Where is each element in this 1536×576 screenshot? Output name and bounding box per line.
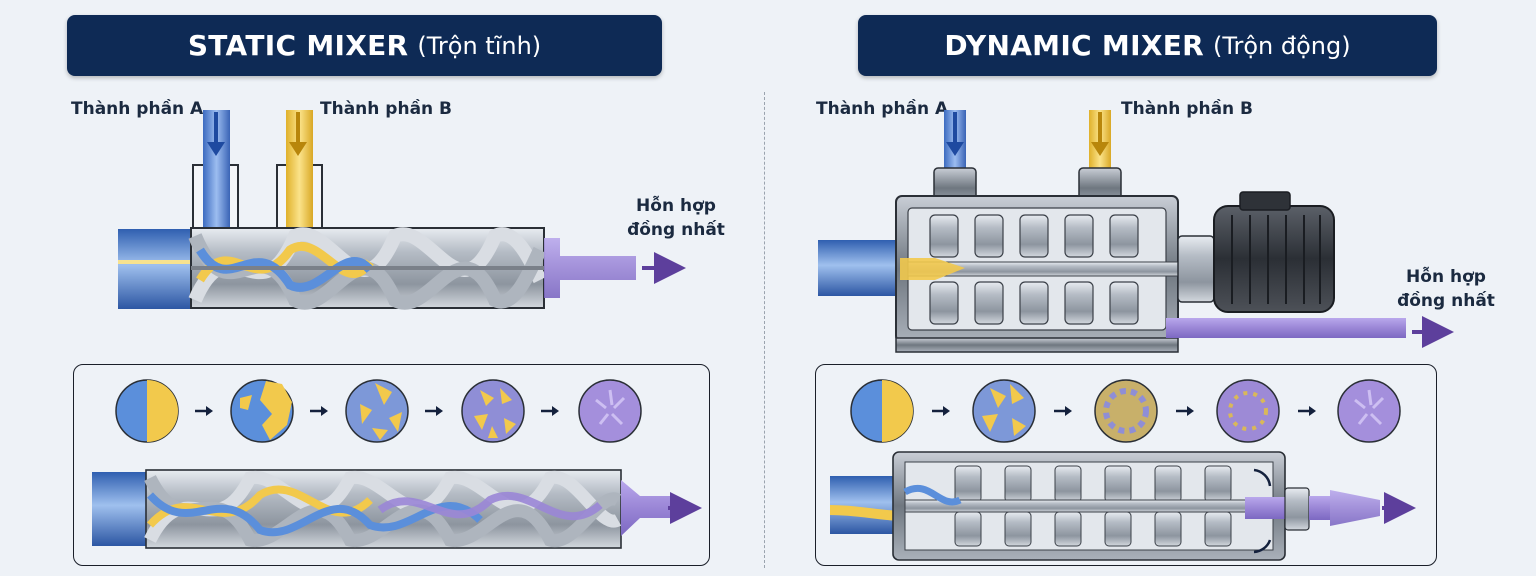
dynamic-stage-2 xyxy=(972,379,1036,443)
dynamic-arrow-b xyxy=(1091,142,1109,156)
static-output-label-line2: đồng nhất xyxy=(627,220,725,240)
dynamic-arrow-a xyxy=(946,142,964,156)
dynamic-input-b-label: Thành phần B xyxy=(1121,99,1254,119)
dynamic-mixing-progression xyxy=(850,379,1401,443)
static-helical-elements xyxy=(188,227,547,310)
static-mixer-title-banner: STATIC MIXER (Trộn tĩnh) xyxy=(67,15,662,76)
dynamic-output-label-line1: Hỗn hợp xyxy=(1406,267,1486,287)
static-stage-3 xyxy=(345,379,409,443)
dynamic-base xyxy=(895,337,1179,353)
static-stage-1 xyxy=(115,379,179,443)
static-inlet-pipe xyxy=(118,229,198,309)
static-mixer-subtitle: (Trộn tĩnh) xyxy=(417,31,542,60)
dynamic-stage-3 xyxy=(1094,379,1158,443)
static-arrow-a-head xyxy=(207,142,225,156)
motor xyxy=(1213,191,1335,313)
static-output-label: Hỗn hợp đồng nhất xyxy=(621,194,731,242)
dynamic-stage-4 xyxy=(1216,379,1280,443)
static-stage-2 xyxy=(230,379,294,443)
static-arrow-b-head xyxy=(289,142,307,156)
dynamic-output-label: Hỗn hợp đồng nhất xyxy=(1391,265,1501,313)
static-stage-4 xyxy=(461,379,525,443)
static-outlet-flow xyxy=(544,238,636,298)
dynamic-stage-5 xyxy=(1337,379,1401,443)
dynamic-output-label-line2: đồng nhất xyxy=(1397,291,1495,311)
static-mixer-title: STATIC MIXER xyxy=(187,29,409,62)
dynamic-rotor-blades xyxy=(929,214,1139,325)
section-divider xyxy=(764,92,765,568)
static-input-a-label: Thành phần A xyxy=(71,99,204,119)
dynamic-outlet-flow xyxy=(1166,318,1406,338)
dynamic-mixer-illustration xyxy=(818,110,1454,353)
static-mixing-progression xyxy=(115,379,642,443)
dynamic-mixer-title: DYNAMIC MIXER xyxy=(944,29,1204,62)
dynamic-mixer-subtitle: (Trộn động) xyxy=(1213,31,1351,60)
dynamic-input-a-label: Thành phần A xyxy=(816,99,949,119)
dynamic-mixer-title-banner: DYNAMIC MIXER (Trộn động) xyxy=(858,15,1437,76)
dynamic-stage-1 xyxy=(850,379,914,443)
static-mixer-illustration xyxy=(118,110,686,310)
static-detail-tube xyxy=(92,469,702,549)
dynamic-detail-cutaway xyxy=(829,451,1416,561)
static-stage-5 xyxy=(578,379,642,443)
static-output-label-line1: Hỗn hợp xyxy=(636,196,716,216)
dynamic-coupling xyxy=(1177,235,1215,303)
dynamic-inflow-mix xyxy=(900,258,965,280)
static-input-b-label: Thành phần B xyxy=(320,99,453,119)
dynamic-inlet-pipe xyxy=(818,240,902,296)
